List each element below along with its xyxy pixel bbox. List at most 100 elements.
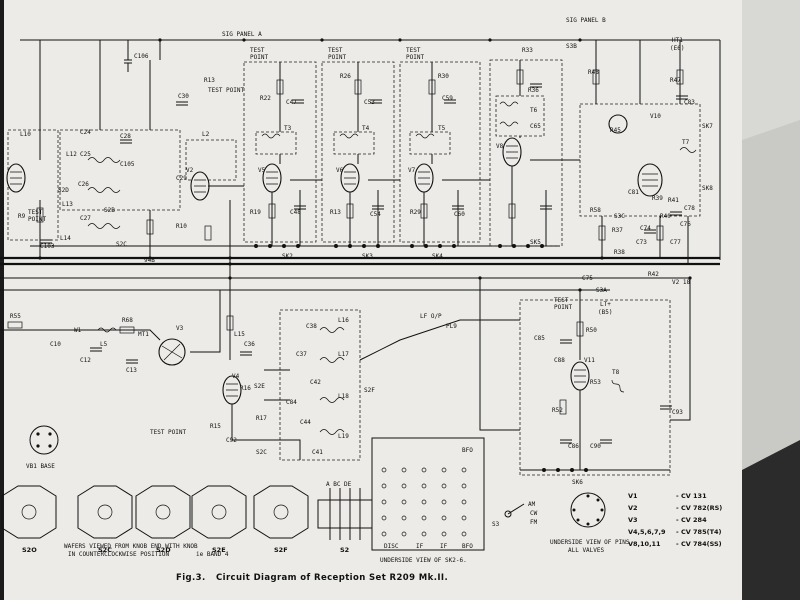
comp-label: 94B <box>144 257 155 264</box>
comp-label: C38 <box>306 323 317 330</box>
comp-label: R39 <box>652 195 663 202</box>
comp-label: SK4 <box>432 253 443 260</box>
schematic-labels: SIG PANEL A SIG PANEL B HT1 (E6) TEST PO… <box>10 17 713 486</box>
comp-label: R47 <box>670 77 681 84</box>
valve-list: V1 - CV 131 V2 - CV 782(RS) V3 - CV 284 … <box>628 492 722 548</box>
if-stage-boxes <box>7 59 701 476</box>
comp-label: L2 <box>202 131 210 138</box>
point-label-5: POINT <box>28 216 46 223</box>
comp-label: V11 <box>584 357 595 364</box>
comp-label: R29 <box>410 209 421 216</box>
comp-label: R41 <box>668 197 679 204</box>
figure-caption: Fig.3. Circuit Diagram of Reception Set … <box>176 573 448 583</box>
stage-wiring <box>0 40 691 471</box>
comp-label: L16 <box>338 317 349 324</box>
comp-label: C81 <box>628 189 639 196</box>
comp-label: S2C <box>256 449 267 456</box>
comp-label: C83 <box>684 99 695 106</box>
comp-label: C28 <box>120 133 131 140</box>
switch-s2 <box>317 488 373 540</box>
vb1-base: VB1 BASE <box>26 425 59 470</box>
point-label-4: POINT <box>406 54 424 61</box>
comp-label: C53 <box>364 99 375 106</box>
comp-label: C90 <box>590 443 601 450</box>
comp-label: C26 <box>78 181 89 188</box>
test-point-label-1: TEST POINT <box>208 87 245 94</box>
ht-buses <box>0 245 720 291</box>
wafer-switches: S2O S2C S2D S2E S2F S2 A BC DE WAFERS VI… <box>1 481 373 558</box>
ht1-label: HT1 <box>672 37 683 44</box>
comp-label: C106 <box>134 53 149 60</box>
comp-label: SK2 <box>282 253 293 260</box>
switch-s3: AM CW FM S3 <box>492 501 538 528</box>
comp-label: C54 <box>370 211 381 218</box>
comp-label: C103 <box>40 243 55 250</box>
wafer-s2d <box>135 485 191 539</box>
comp-label: R38 <box>614 249 625 256</box>
comp-label: V4 <box>232 373 240 380</box>
pl9-label: PL9 <box>446 323 457 330</box>
comp-label: L19 <box>338 433 349 440</box>
comp-label: R37 <box>612 227 623 234</box>
wafers-note-1: WAFERS VIEWED FROM KNOB END WITH KNOB <box>64 543 198 550</box>
point-label-3: POINT <box>328 54 346 61</box>
comp-label: C13 <box>126 367 137 374</box>
point-label-6: POINT <box>554 304 572 311</box>
valve-name-5: V8,10,11 <box>628 540 661 548</box>
comp-label: T5 <box>438 125 446 132</box>
comp-label: R16 <box>240 385 251 392</box>
ht1-sub-label: (E6) <box>670 45 684 52</box>
comp-label: V8 <box>496 143 504 150</box>
comp-label: T8 <box>612 369 620 376</box>
comp-label: C25 <box>80 151 91 158</box>
comp-label: R40 <box>660 213 671 220</box>
switch-label-s2c: S2C <box>98 546 112 554</box>
abcde-label: A BC DE <box>326 481 352 488</box>
sk-if-a-label: IF <box>416 543 424 550</box>
comp-label: R9 <box>18 213 26 220</box>
vb1-base-label: VB1 BASE <box>26 463 55 470</box>
comp-label: R13 <box>330 209 341 216</box>
comp-label: V10 <box>650 113 661 120</box>
sig-panel-b-label: SIG PANEL B <box>566 17 606 24</box>
pins-label: UNDERSIDE VIEW OF PINS <box>550 539 630 546</box>
sk2-6-view: BFO DISC IF IF BFO UNDERSIDE VIEW OF SK2… <box>371 437 485 564</box>
comp-label: C74 <box>640 225 651 232</box>
comp-label: L12 <box>66 151 77 158</box>
comp-label: V2 <box>186 167 194 174</box>
comp-label: T6 <box>530 107 538 114</box>
comp-label: T4 <box>362 125 370 132</box>
fm-label: FM <box>530 519 538 526</box>
comp-label: L14 <box>60 235 71 242</box>
figure-title: Circuit Diagram of Reception Set R209 Mk… <box>216 573 448 583</box>
comp-label: C29 <box>176 175 187 182</box>
comp-label: S2B <box>104 207 115 214</box>
comp-label: C65 <box>530 123 541 130</box>
comp-label: C47 <box>286 99 297 106</box>
test-label-5: TEST <box>28 209 43 216</box>
comp-label: R45 <box>610 127 621 134</box>
comp-label: R22 <box>260 95 271 102</box>
sk-disc-label: DISC <box>384 543 399 550</box>
comp-label: C24 <box>80 129 91 136</box>
comp-label: C30 <box>178 93 189 100</box>
test-label-3: TEST <box>328 47 343 54</box>
all-valves-label: ALL VALVES <box>568 547 605 554</box>
test-label-6: TEST <box>554 297 569 304</box>
comp-label: S2E <box>254 383 265 390</box>
switch-label-s2d: S2D <box>156 546 171 554</box>
comp-label: R26 <box>340 73 351 80</box>
comp-label: C93 <box>672 409 683 416</box>
comp-label: MT1 <box>138 331 149 338</box>
wafer-s2c <box>77 485 133 539</box>
comp-label: SK3 <box>362 253 373 260</box>
comp-label: C37 <box>296 351 307 358</box>
comp-label: R17 <box>256 415 267 422</box>
comp-label: R55 <box>10 313 21 320</box>
comp-label: R33 <box>522 47 533 54</box>
comp-label: C105 <box>120 161 135 168</box>
comp-label: R15 <box>210 423 221 430</box>
test-point-label-7: TEST POINT <box>150 429 187 436</box>
